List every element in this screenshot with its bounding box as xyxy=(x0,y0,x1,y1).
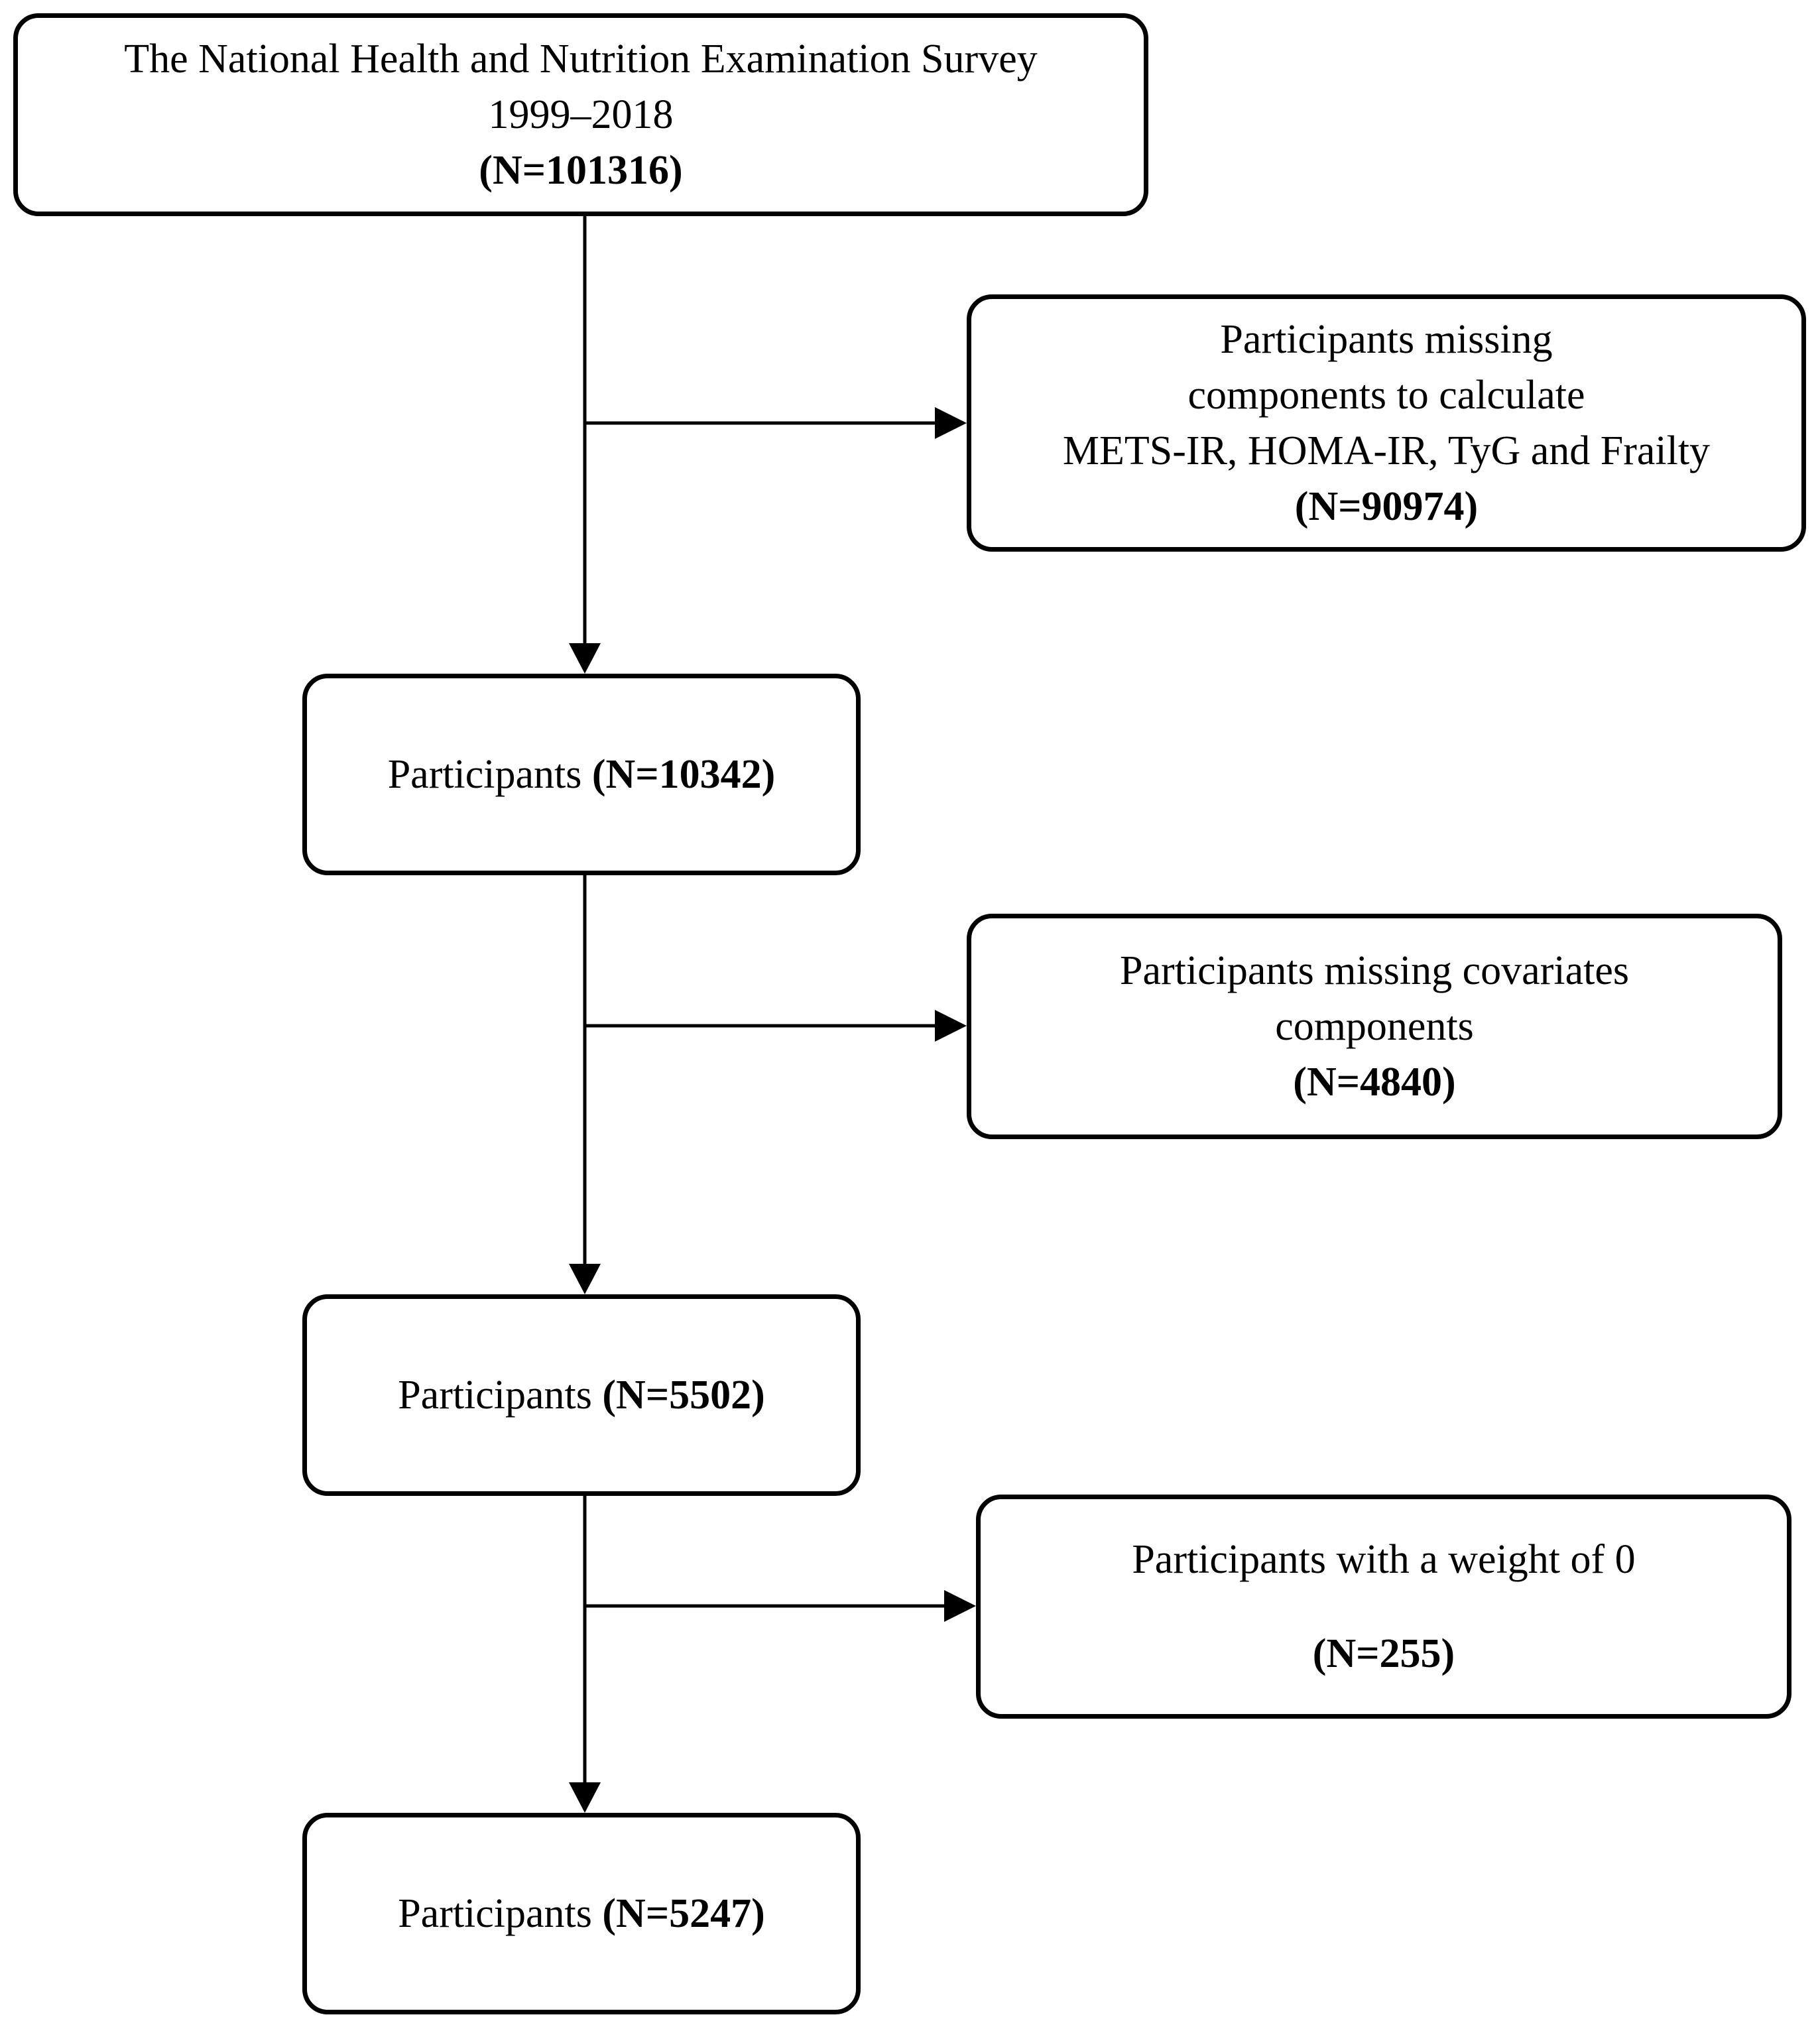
participants2-text: Participants (N=5502) xyxy=(398,1367,765,1423)
exclusion1-count: (N=90974) xyxy=(1294,484,1479,529)
exclusion3-count: (N=255) xyxy=(1312,1631,1455,1676)
arrowhead-exclude2 xyxy=(935,1010,967,1042)
participants-box-2: Participants (N=5502) xyxy=(302,1294,861,1496)
participants-box-1: Participants (N=10342) xyxy=(302,674,861,875)
survey-years: 1999–2018 xyxy=(488,92,674,137)
exclusion-box-missing-covariates: Participants missing covariates componen… xyxy=(967,914,1782,1139)
exclusion3-line1: Participants with a weight of 0 xyxy=(1132,1537,1636,1582)
participants3-count: (N=5247) xyxy=(602,1891,765,1936)
exclusion1-line3: METS-IR, HOMA-IR, TyG and Frailty xyxy=(1062,428,1711,473)
exclusion1-line2: components to calculate xyxy=(1187,373,1585,418)
participants1-count: (N=10342) xyxy=(591,752,776,797)
participants1-text: Participants (N=10342) xyxy=(388,747,776,802)
exclusion2-line2: components xyxy=(1275,1004,1474,1049)
arrowhead-exclude3 xyxy=(944,1590,976,1622)
survey-title: The National Health and Nutrition Examin… xyxy=(124,36,1038,82)
participants3-text: Participants (N=5247) xyxy=(398,1886,765,1941)
participants3-label: Participants xyxy=(398,1891,603,1936)
survey-box: The National Health and Nutrition Examin… xyxy=(13,13,1148,216)
exclusion-box-zero-weight: Participants with a weight of 0 (N=255) xyxy=(976,1495,1791,1719)
arrowhead-participants3 xyxy=(569,1782,601,1813)
participants2-count: (N=5502) xyxy=(602,1373,765,1418)
participants2-label: Participants xyxy=(398,1373,603,1418)
exclusion2-count: (N=4840) xyxy=(1293,1060,1456,1105)
exclusion2-line1: Participants missing covariates xyxy=(1120,948,1629,993)
participants1-label: Participants xyxy=(387,752,592,797)
arrowhead-exclude1 xyxy=(935,407,967,439)
exclusion-box-missing-components: Participants missing components to calcu… xyxy=(967,294,1806,552)
exclusion1-line1: Participants missing xyxy=(1220,317,1553,362)
participants-box-3: Participants (N=5247) xyxy=(302,1813,861,2014)
arrowhead-participants1 xyxy=(569,643,601,674)
survey-count: (N=101316) xyxy=(479,148,683,193)
arrowhead-participants2 xyxy=(569,1264,601,1294)
